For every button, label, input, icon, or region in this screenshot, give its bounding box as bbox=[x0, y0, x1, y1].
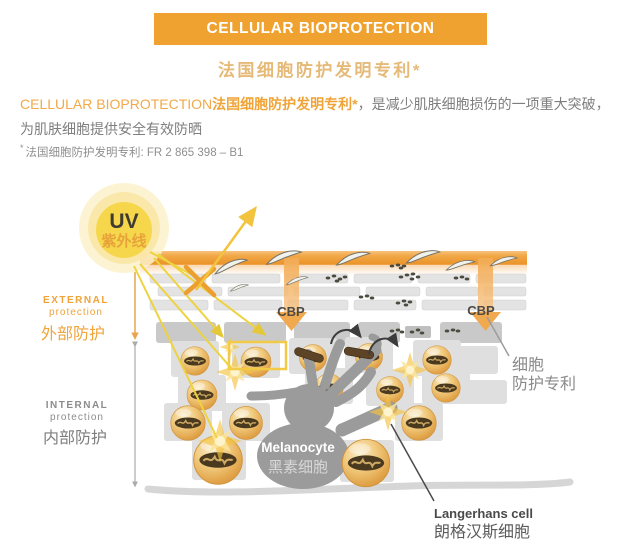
cbp-arrow-left bbox=[276, 258, 307, 331]
intro-lead-en: CELLULAR BIOPROTECTION bbox=[20, 96, 213, 112]
langerhans-label-en: Langerhans cell bbox=[434, 506, 533, 521]
cbp-arrow-right bbox=[470, 258, 501, 331]
melanin-grains bbox=[294, 346, 375, 363]
external-label-cn: 外部防护 bbox=[41, 325, 105, 343]
patent-callout-line bbox=[486, 316, 510, 357]
external-label-sub: protection bbox=[49, 307, 103, 318]
basement-membrane bbox=[144, 478, 574, 496]
patent-callout-line2: 防护专利 bbox=[512, 375, 576, 393]
cbp-label-right: CBP bbox=[467, 303, 495, 318]
internal-label-sub: protection bbox=[50, 412, 104, 423]
uv-reflected-arrow bbox=[194, 205, 257, 291]
protected-cell-highlight-box bbox=[227, 340, 288, 371]
page-title: 法国细胞防护发明专利* bbox=[217, 61, 423, 80]
uv-label: UV bbox=[109, 210, 138, 233]
intro-paragraph: CELLULAR BIOPROTECTION法国细胞防护发明专利*，是减少肌肤细… bbox=[20, 92, 624, 142]
footnote-asterisk: * bbox=[20, 143, 24, 153]
corneocyte-bricks bbox=[149, 273, 527, 311]
uv-source bbox=[79, 183, 169, 273]
intro-rest: ，是减少肌肤细胞损伤的一项重大突破， bbox=[357, 96, 610, 112]
internal-label-en: INTERNAL bbox=[46, 400, 109, 411]
patent-footnote: *法国细胞防护发明专利: FR 2 865 398 – B1 bbox=[20, 143, 243, 160]
internal-label-cn: 内部防护 bbox=[43, 429, 107, 447]
patent-callout-line1: 细胞 bbox=[512, 356, 544, 374]
external-label-en: EXTERNAL bbox=[43, 295, 109, 306]
langerhans-callout-line bbox=[390, 423, 435, 502]
langerhans-label-cn: 朗格汉斯细胞 bbox=[434, 523, 530, 541]
melanocyte-label-en: Melanocyte bbox=[261, 440, 335, 455]
uv-sublabel: 紫外线 bbox=[101, 232, 146, 250]
intro-lead-cn: 法国细胞防护发明专利* bbox=[212, 96, 358, 112]
footnote-text: 法国细胞防护发明专利: FR 2 865 398 – B1 bbox=[25, 146, 244, 159]
melanocyte-label-cn: 黑素细胞 bbox=[268, 459, 328, 476]
intro-line2: 为肌肤细胞提供安全有效防晒 bbox=[20, 121, 202, 137]
melanin-transfer-arrows bbox=[330, 323, 399, 355]
cbp-label-left: CBP bbox=[277, 304, 305, 319]
banner-title: CELLULAR BIOPROTECTION bbox=[154, 13, 487, 45]
uv-rays bbox=[133, 251, 267, 439]
